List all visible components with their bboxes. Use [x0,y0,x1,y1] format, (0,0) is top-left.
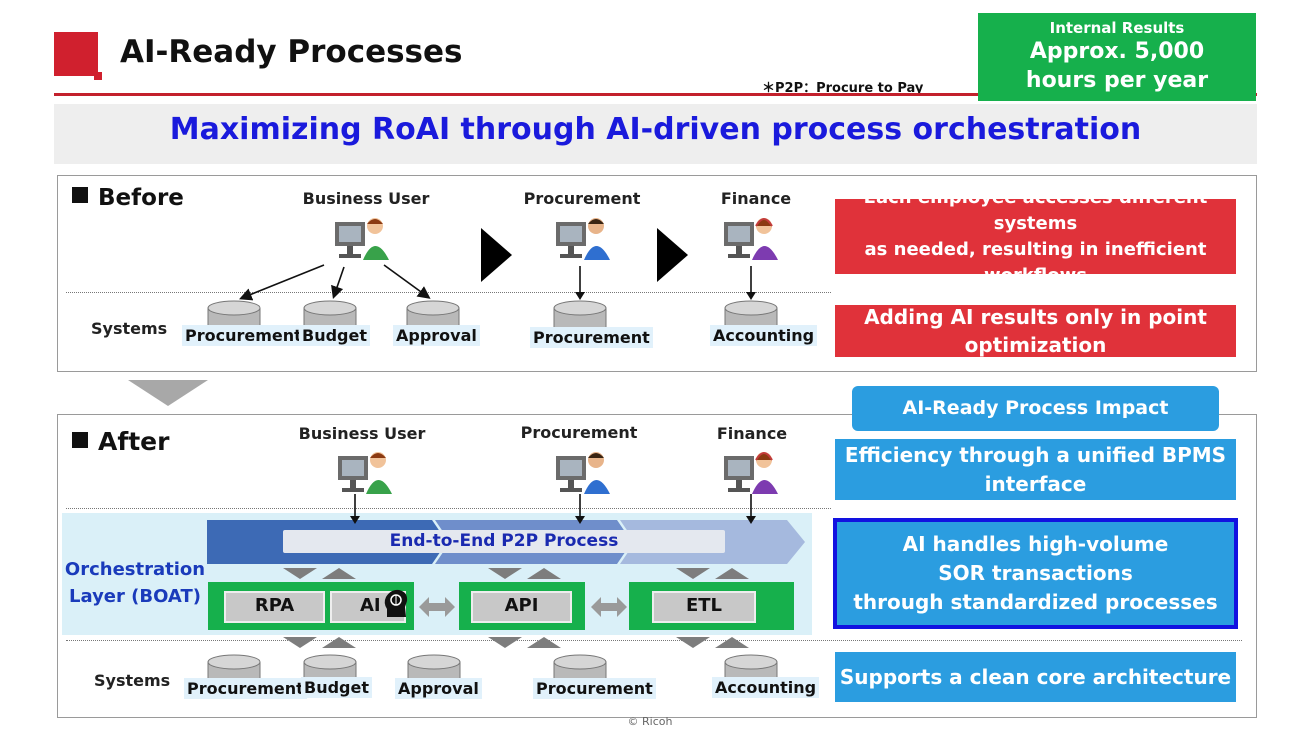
business-user-icon [335,218,389,260]
down-flow-marker [283,637,317,648]
etl-component: ETL [652,591,756,623]
bidirectional-arrow-icon [591,597,627,617]
procurement-user-icon [556,218,610,260]
down-flow-marker [676,568,710,579]
impact-title: AI-Ready Process Impact [852,386,1219,431]
after-label: After [72,427,169,456]
before-user-to-systems-arrows [239,264,431,301]
before-procurement-arrow [575,266,585,300]
after-system-procurement-2: Procurement [533,678,656,699]
before-role-procurement: Procurement [523,189,641,208]
internal-results-box: Internal Results Approx. 5,000 hours per… [978,13,1256,101]
slide-title: AI-Ready Processes [120,34,463,70]
after-role-business-user: Business User [298,424,426,443]
after-divider-bottom [66,640,1242,641]
procurement-user-icon [556,452,610,494]
before-label: Before [72,185,184,211]
logo-mark [54,32,102,80]
after-procurement-down-arrow [575,494,585,524]
after-user-down-arrow [350,494,360,524]
bidirectional-arrow-icon [419,597,455,617]
p2p-process-label: End-to-End P2P Process [283,530,725,553]
after-divider-top [66,508,831,509]
api-component: API [471,591,572,623]
banner-bg [54,104,1257,164]
after-role-finance: Finance [716,424,788,443]
after-role-procurement: Procurement [520,423,638,442]
ai-brain-head-icon [384,589,408,617]
before-systems-label: Systems [91,319,168,338]
before-system-approval: Approval [393,325,480,346]
results-unit: hours per year [1025,68,1209,93]
business-user-icon [338,452,392,494]
before-role-finance: Finance [720,189,792,208]
up-flow-marker [715,637,749,648]
impact-clean-core: Supports a clean core architecture [835,652,1236,702]
copyright: © Ricoh [627,715,673,728]
after-finance-down-arrow [746,494,756,524]
banner-headline: Maximizing RoAI through AI-driven proces… [169,112,1142,147]
down-flow-marker [283,568,317,579]
flow-chevron-1 [481,228,512,282]
before-role-business-user: Business User [302,189,430,208]
title-rule [54,93,1257,96]
after-system-accounting: Accounting [712,677,820,698]
up-flow-marker [527,568,561,579]
after-system-procurement: Procurement [184,678,307,699]
p2p-footnote: ＊P2P：Procure to Pay [762,81,924,96]
rpa-component: RPA [224,591,325,623]
results-value: Approx. 5,000 [1029,39,1205,64]
before-system-accounting: Accounting [710,325,818,346]
up-flow-marker [527,637,561,648]
before-callout-inefficient: Each employee accesses different systems… [835,187,1236,286]
before-finance-arrow [746,266,756,300]
before-system-procurement-2: Procurement [530,327,653,348]
down-flow-marker [676,637,710,648]
before-system-procurement: Procurement [182,325,305,346]
finance-user-icon [724,452,778,494]
down-flow-marker [488,568,522,579]
after-system-approval: Approval [395,678,482,699]
up-flow-marker [322,568,356,579]
flow-chevron-2 [657,228,688,282]
before-to-after-arrow [128,380,208,406]
up-flow-marker [715,568,749,579]
before-system-budget: Budget [299,325,370,346]
up-flow-marker [322,637,356,648]
after-systems-label: Systems [94,671,171,690]
before-divider [66,292,831,293]
down-flow-marker [488,637,522,648]
after-system-budget: Budget [301,677,372,698]
finance-user-icon [724,218,778,260]
results-label: Internal Results [1049,19,1185,37]
